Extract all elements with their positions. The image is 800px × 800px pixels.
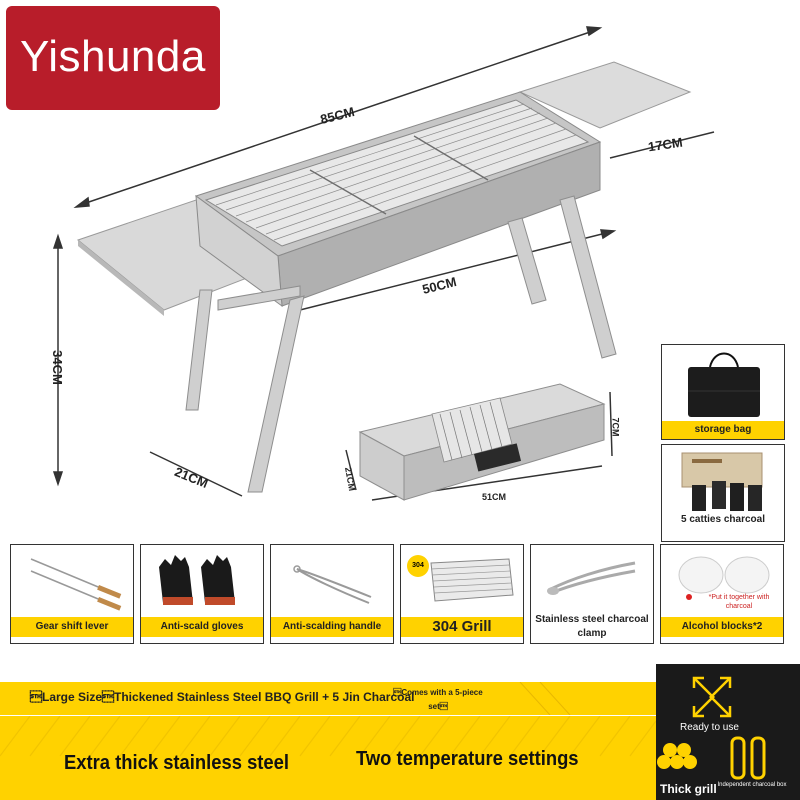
charcoal-clamp-label: Stainless steel charcoal clamp: [535, 614, 649, 639]
headline-text: Large SizeThickened Stainless Steel BB…: [30, 690, 415, 704]
charcoal-label: 5 catties charcoal: [681, 514, 765, 525]
feature-extra-thick: Extra thick stainless steel: [64, 752, 290, 774]
expand-arrows-icon: [692, 676, 732, 718]
gear-shift-lever-tile: Gear shift lever: [10, 544, 134, 644]
grill-illustration: [52, 26, 715, 501]
skewer-icon: [30, 558, 122, 611]
grill-tile: 304 304 Grill: [400, 544, 524, 644]
gear-shift-lever-label: Gear shift lever: [11, 617, 133, 637]
charcoal-logs-icon: [657, 743, 697, 769]
independent-charcoal-box-label: Independent charcoal box: [717, 782, 787, 788]
brand-logo-text: Yishunda: [20, 32, 206, 81]
brand-logo: Yishunda: [6, 6, 220, 110]
box-length-dimension-label: 51CM: [482, 492, 507, 502]
storage-bag-icon: [688, 352, 760, 417]
gloves-icon: [159, 555, 235, 605]
corner-panel: [656, 664, 800, 800]
charcoal-icon: [681, 452, 763, 511]
dimension-arrows: [52, 26, 715, 501]
alcohol-blocks-tile: *Put it together with charcoal Alcohol b…: [660, 544, 784, 644]
alcohol-blocks-label: Alcohol blocks*2: [661, 617, 783, 637]
anti-scalding-handle-label: Anti-scalding handle: [271, 617, 393, 637]
charcoal-tile: 5 catties charcoal: [661, 444, 785, 542]
charcoal-box-icon: [730, 736, 766, 780]
anti-scald-gloves-label: Anti-scald gloves: [141, 617, 263, 637]
thick-grill-label: Thick grill: [660, 782, 717, 796]
alcohol-blocks-icon: [678, 556, 770, 600]
features-band: [0, 715, 657, 800]
grill-label: 304 Grill: [401, 617, 523, 637]
headline-set-note: Comes with a 5-piece set: [393, 688, 483, 711]
alcohol-blocks-note: *Put it together with charcoal: [708, 594, 770, 610]
anti-scald-gloves-tile: Anti-scald gloves: [140, 544, 264, 644]
tongs-handle-icon: [293, 565, 372, 604]
corner-panel-graphics: [657, 676, 766, 780]
height-dimension-label: 34CM: [49, 350, 65, 385]
grill-grate-icon: [430, 558, 514, 602]
ready-to-use-label: Ready to use: [680, 722, 739, 733]
box-height-dimension-label: 7CM: [610, 417, 621, 437]
charcoal-clamp-icon: [547, 561, 636, 595]
storage-bag-tile: storage bag: [661, 344, 785, 440]
headline-band-stripes: [519, 681, 571, 716]
anti-scalding-handle-tile: Anti-scalding handle: [270, 544, 394, 644]
storage-bag-label: storage bag: [662, 421, 784, 439]
features-band-stripes: [0, 715, 657, 757]
charcoal-clamp-tile: Stainless steel charcoal clamp: [530, 544, 654, 644]
grill-304-badge: 304: [407, 555, 429, 577]
feature-two-temperature: Two temperature settings: [356, 748, 579, 770]
